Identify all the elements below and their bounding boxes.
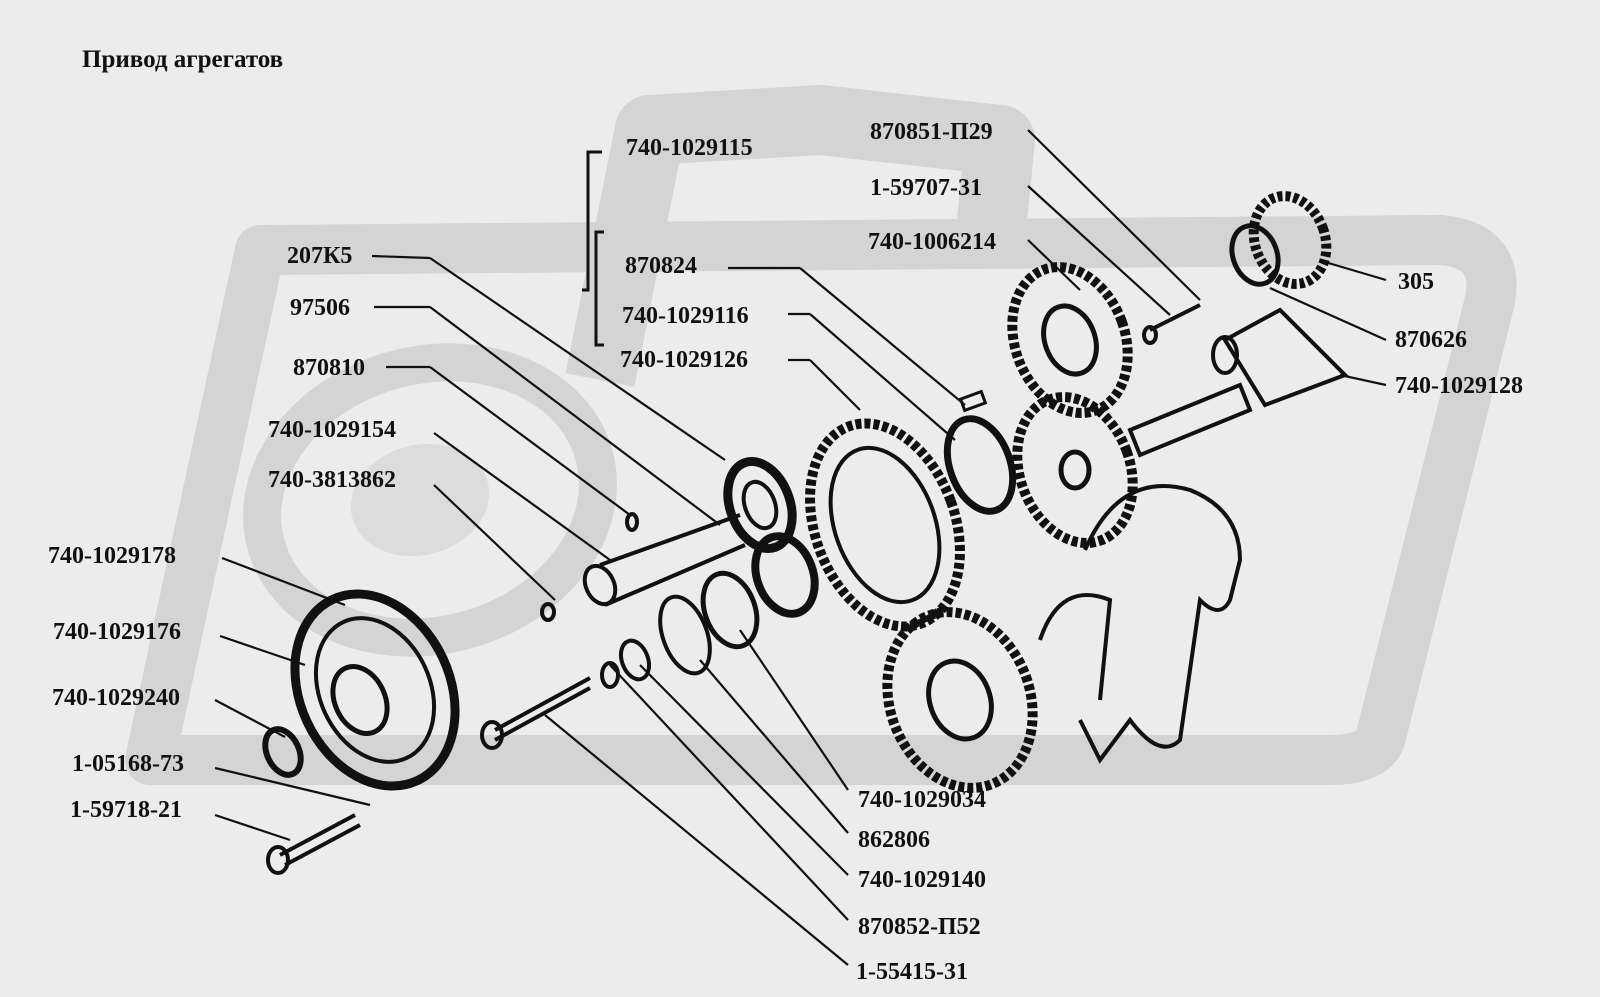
- front-hub: [262, 589, 460, 791]
- bolts: [266, 676, 591, 875]
- part-label-870824: 870824: [625, 253, 697, 279]
- part-label-1-59718-21: 1-59718-21: [70, 797, 182, 823]
- part-label-740-1029178: 740-1029178: [48, 543, 176, 569]
- part-label-97506: 97506: [290, 295, 350, 321]
- part-label-740-1006214: 740-1006214: [868, 229, 996, 255]
- part-label-740-1029128: 740-1029128: [1395, 373, 1523, 399]
- part-label-870852-p52: 870852-П52: [858, 914, 981, 940]
- small-shaft: [540, 512, 746, 622]
- part-label-740-3813862: 740-3813862: [268, 467, 396, 493]
- group-bracket: [582, 150, 604, 347]
- leader-lines: [214, 129, 1387, 966]
- watermark-fill: [350, 443, 490, 557]
- part-label-1-59707-31: 1-59707-31: [870, 175, 982, 201]
- part-label-1-05168-73: 1-05168-73: [72, 751, 184, 777]
- part-label-207k5: 207К5: [287, 243, 353, 269]
- gears: [805, 262, 1138, 793]
- part-label-740-1029034: 740-1029034: [858, 787, 986, 813]
- part-label-870626: 870626: [1395, 327, 1467, 353]
- part-label-740-1029126: 740-1029126: [620, 347, 748, 373]
- part-label-305: 305: [1398, 269, 1434, 295]
- part-label-740-1029116: 740-1029116: [622, 303, 749, 329]
- part-label-1-55415-31: 1-55415-31: [856, 959, 968, 985]
- parts: [262, 191, 1349, 875]
- part-label-870851-p29: 870851-П29: [870, 119, 993, 145]
- page-title: Привод агрегатов: [82, 46, 284, 73]
- bearings: [600, 456, 819, 689]
- part-label-740-1029176: 740-1029176: [53, 619, 181, 645]
- part-label-740-1029154: 740-1029154: [268, 417, 396, 443]
- housing: [1038, 484, 1243, 764]
- part-label-870810: 870810: [293, 355, 365, 381]
- part-label-740-1029140: 740-1029140: [858, 867, 986, 893]
- part-label-862806: 862806: [858, 827, 930, 853]
- part-label-740-1029115: 740-1029115: [626, 135, 753, 161]
- rear-shaft: [1127, 191, 1349, 458]
- watermark: [125, 85, 1517, 785]
- part-label-740-1029240: 740-1029240: [52, 685, 180, 711]
